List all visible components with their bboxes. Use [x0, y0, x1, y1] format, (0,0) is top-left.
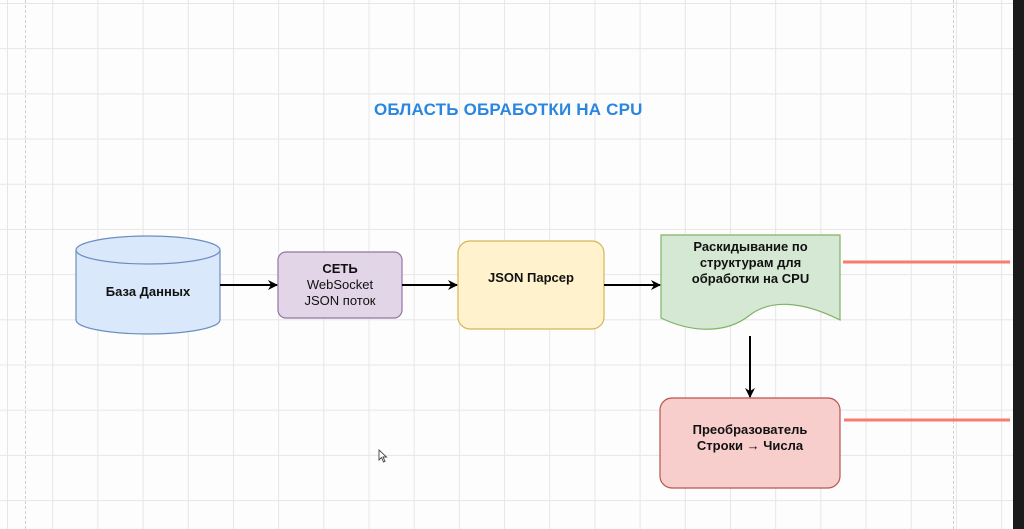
- node-distribution[interactable]: [660, 234, 841, 330]
- network-line1: WebSocket: [306, 277, 374, 292]
- converter-label: Преобразователь Строки → Числа: [660, 420, 840, 456]
- network-line2: JSON поток: [304, 293, 376, 308]
- page-boundary-left: [25, 0, 26, 529]
- page-boundary-right: [953, 0, 954, 529]
- database-label: База Данных: [105, 284, 191, 299]
- node-database[interactable]: [75, 235, 221, 335]
- window-edge: [1013, 0, 1024, 529]
- distribution-line2: структурам для: [699, 255, 802, 270]
- distribution-line1: Раскидывание по: [693, 239, 808, 254]
- diagram-title[interactable]: ОБЛАСТЬ ОБРАБОТКИ НА CPU: [374, 100, 643, 119]
- distribution-line3: обработки на CPU: [691, 271, 810, 286]
- parser-label: JSON Парсер: [488, 270, 574, 285]
- network-title: СЕТЬ: [322, 261, 358, 276]
- converter-line2: Строки → Числа: [696, 438, 804, 453]
- mouse-pointer-icon: [378, 449, 388, 463]
- network-label: СЕТЬ WebSocket JSON поток: [278, 252, 402, 318]
- converter-line1: Преобразователь: [692, 422, 808, 437]
- node-converter[interactable]: [659, 397, 841, 489]
- distribution-label: Раскидывание по структурам для обработки…: [661, 238, 840, 288]
